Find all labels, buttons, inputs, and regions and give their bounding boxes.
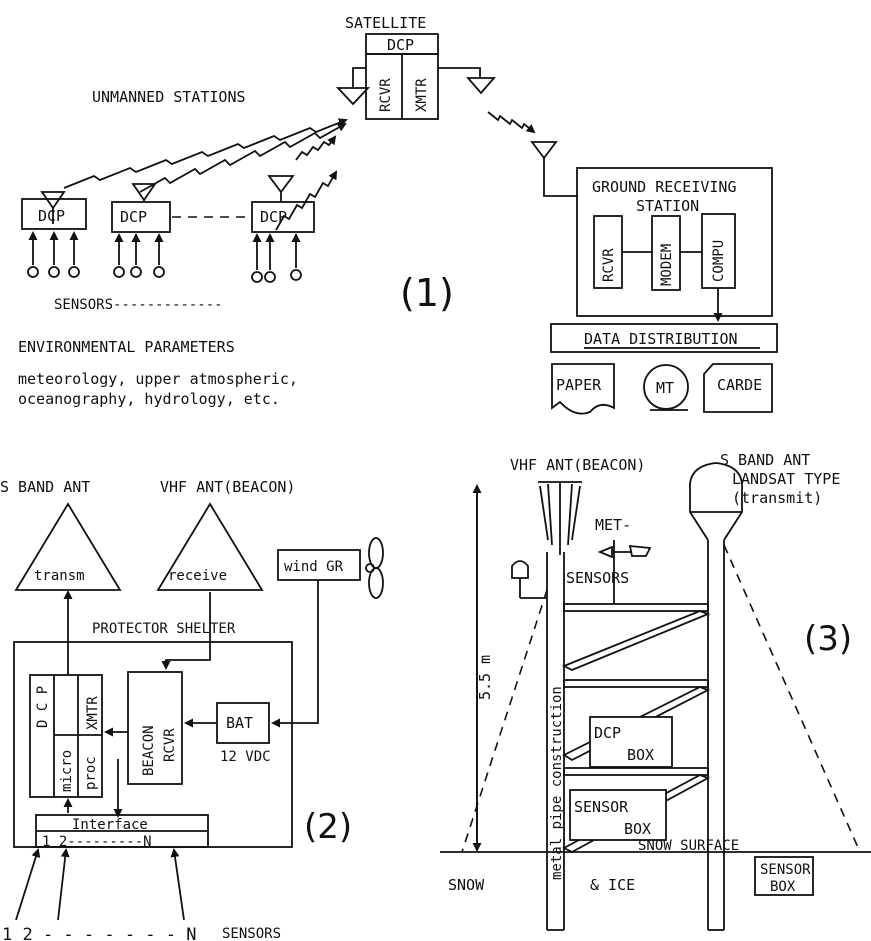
ground-rcvr-label: RCVR — [601, 248, 617, 282]
panel-3-station-structure: VHF ANT(BEACON) S BAND ANT LANDSAT TYPE … — [440, 451, 871, 931]
data-distribution-label: DATA DISTRIBUTION — [584, 330, 738, 348]
ground-receiving-station-box — [576, 167, 773, 317]
vhf-beacon-label: VHF ANT(BEACON) — [510, 456, 645, 474]
carde-label: CARDE — [717, 376, 762, 394]
beacon-receiver-block — [127, 671, 183, 785]
buried-sensor-label-1: SENSOR — [760, 862, 811, 878]
dcp-box-label-box: BOX — [627, 746, 654, 764]
satellite-xmtr-label: XMTR — [414, 78, 430, 112]
met-sensor-anemometer-icon — [597, 540, 652, 604]
unmanned-station-2: DCP — [111, 183, 171, 233]
dcp-block — [29, 674, 103, 798]
xmtr-vertical-label: XMTR — [85, 696, 101, 730]
panel-2-sensors-label: SENSORS — [222, 926, 281, 941]
vhf-ant-label: VHF ANT(BEACON) — [160, 478, 295, 496]
beacon-rcvr-label: RCVR — [162, 728, 178, 762]
dcp-vertical-label: D C P — [35, 686, 51, 728]
sensors-label: SENSORS------------- — [54, 297, 223, 313]
right-guy-wire — [723, 544, 861, 853]
station-antenna-icon — [40, 191, 66, 210]
environmental-parameters-line2: oceanography, hydrology, etc. — [18, 390, 280, 408]
battery-label: BAT — [226, 714, 253, 732]
panel-1-data-collection-system: SATELLITE DCP RCVR XMTR UNMANNED STATION… — [18, 14, 778, 415]
micro-vertical-label: micro — [59, 750, 75, 792]
wind-generator-box — [277, 549, 361, 581]
environmental-parameters-line1: meteorology, upper atmospheric, — [18, 370, 298, 388]
station-dcp-label: DCP — [120, 208, 147, 226]
paper-output-icon — [551, 363, 615, 415]
mast-structure — [561, 603, 711, 854]
station-dcp-label: DCP — [38, 207, 65, 225]
panel-3-number: (3) — [804, 619, 852, 659]
height-label: 5.5 m — [476, 655, 494, 700]
station-sensors — [27, 231, 302, 283]
vdc-label: 12 VDC — [220, 749, 271, 765]
sensor-box-label-box: BOX — [624, 820, 651, 838]
dcp-box-label: DCP — [594, 724, 621, 742]
sensor-ids-label: 1 2 - - - - - - - N — [2, 925, 196, 941]
ice-label: & ICE — [590, 876, 635, 894]
vhf-antenna-mast-icon — [538, 481, 582, 555]
interface-label: Interface — [72, 817, 148, 833]
panel-2-number: (2) — [304, 807, 352, 847]
satellite-rcvr-label: RCVR — [378, 78, 394, 112]
sensor-box — [569, 789, 667, 841]
vhf-antenna-icon — [156, 502, 264, 591]
receive-label: receive — [168, 568, 227, 584]
s-band-label-2: LANDSAT TYPE — [732, 470, 840, 488]
left-guy-wire — [461, 589, 548, 853]
buried-sensor-box — [754, 856, 814, 896]
station-antenna-icon — [131, 183, 157, 202]
station-antenna-icon — [267, 175, 295, 194]
card-output-icon — [703, 363, 773, 413]
s-band-label-3: (transmit) — [732, 489, 822, 507]
data-distribution-box — [550, 323, 778, 353]
ground-antenna-icon — [530, 141, 558, 160]
transm-label: transm — [34, 568, 85, 584]
wind-propeller-icon — [365, 537, 384, 599]
beacon-label: BEACON — [141, 725, 157, 776]
snow-surface-label: SNOW SURFACE — [638, 838, 739, 854]
ground-modem-label: MODEM — [659, 244, 675, 286]
paper-label: PAPER — [556, 376, 602, 394]
panel-1-number: (1) — [400, 271, 454, 315]
interface-range-label: 1 2---------N — [42, 834, 152, 850]
s-band-ant-label: S BAND ANT — [0, 478, 90, 496]
ground-compu-label: COMPU — [711, 240, 727, 282]
satellite-downlink-antenna-icon — [466, 77, 496, 95]
satellite-uplink-antenna-icon — [335, 87, 371, 106]
metal-pipe-label: metal pipe construction — [549, 686, 565, 880]
dcp-box — [589, 716, 673, 768]
proc-vertical-label: proc — [83, 756, 99, 790]
met-label: MET- — [595, 516, 631, 534]
mt-label: MT — [656, 379, 674, 397]
unmanned-station-3: DCP — [251, 175, 315, 233]
sensor-box-label: SENSOR — [574, 798, 629, 816]
unmanned-stations-label: UNMANNED STATIONS — [92, 88, 246, 106]
station-dcp-label: DCP — [260, 208, 287, 226]
snow-label: SNOW — [448, 876, 485, 894]
ground-station-label-1: GROUND RECEIVING — [592, 178, 737, 196]
s-band-label-1: S BAND ANT — [720, 451, 810, 469]
satellite-label: SATELLITE — [345, 14, 426, 32]
panel-2-station-block-diagram: S BAND ANT VHF ANT(BEACON) transm receiv… — [0, 478, 384, 941]
buried-sensor-label-2: BOX — [770, 879, 796, 895]
protector-shelter-label: PROTECTOR SHELTER — [92, 621, 236, 637]
radio-link-arrows — [63, 111, 536, 231]
unmanned-station-1: DCP — [21, 191, 87, 230]
wind-generator-label: wind GR — [284, 559, 344, 575]
magnetic-tape-icon — [643, 364, 689, 410]
ground-station-label-2: STATION — [636, 197, 699, 215]
environmental-parameters-title: ENVIRONMENTAL PARAMETERS — [18, 338, 235, 356]
satellite-dcp-label: DCP — [387, 36, 414, 54]
met-sensors-label: SENSORS — [566, 569, 629, 587]
s-band-dome-antenna-icon — [689, 462, 743, 513]
radiation-sensor-icon — [511, 560, 547, 599]
